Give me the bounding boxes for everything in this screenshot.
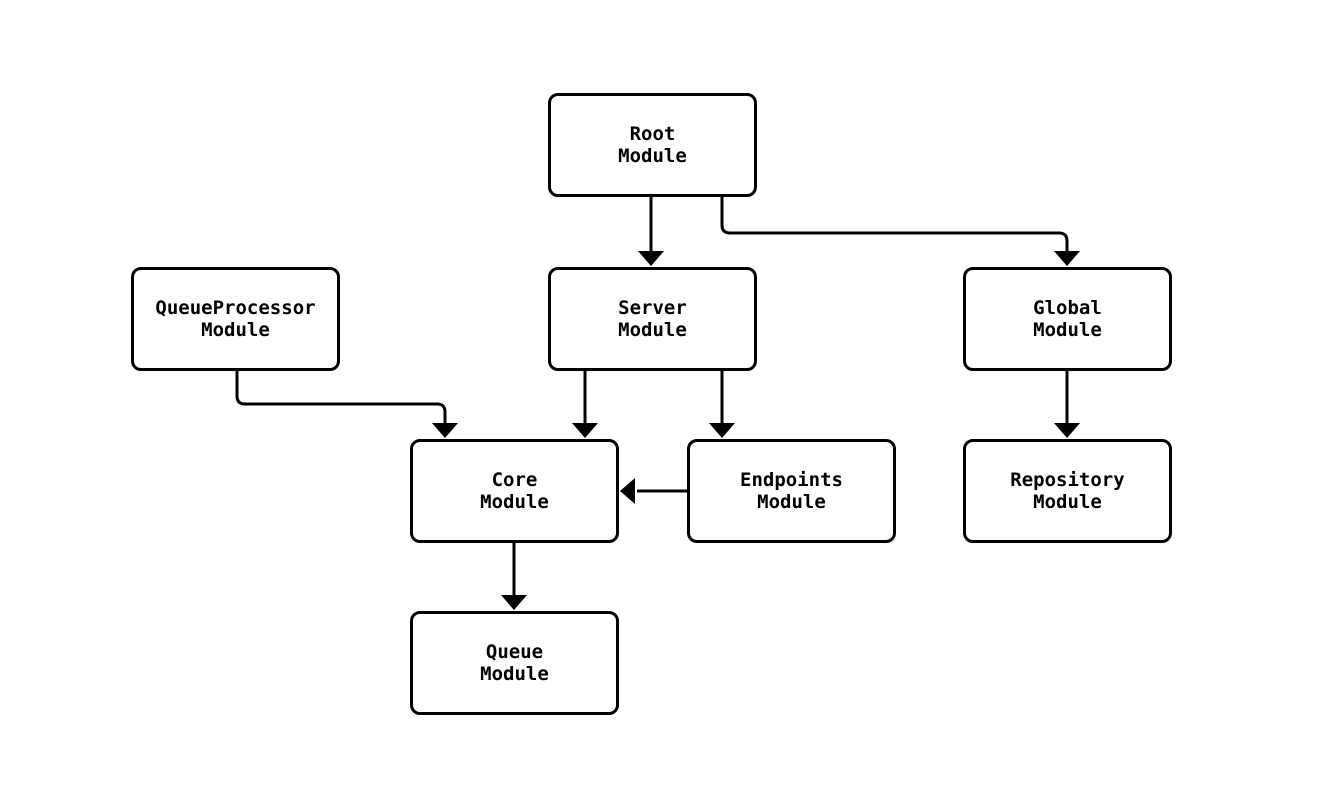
node-root-module-name: Root	[629, 123, 676, 145]
node-server-module: Server Module	[548, 267, 757, 371]
node-global-module: Global Module	[963, 267, 1172, 371]
node-queueprocessor-module-name: QueueProcessor	[155, 297, 316, 319]
arrowhead-queueprocessor-to-core	[432, 423, 458, 438]
arrowhead-root-to-server	[638, 251, 664, 266]
arrowhead-root-to-global	[1054, 251, 1080, 266]
node-repository-module: Repository Module	[963, 439, 1172, 543]
node-root-module: Root Module	[548, 93, 757, 197]
node-server-module-suffix: Module	[618, 319, 687, 341]
arrowhead-core-to-queue	[501, 595, 527, 610]
node-core-module: Core Module	[410, 439, 619, 543]
node-endpoints-module: Endpoints Module	[687, 439, 896, 543]
edge-root-to-global	[720, 197, 1069, 253]
node-root-module-suffix: Module	[618, 145, 687, 167]
node-server-module-name: Server	[618, 297, 687, 319]
node-queue-module: Queue Module	[410, 611, 619, 715]
arrowhead-server-to-core	[572, 423, 598, 438]
node-queue-module-name: Queue	[485, 641, 544, 663]
node-global-module-name: Global	[1033, 297, 1102, 319]
node-repository-module-name: Repository	[1010, 469, 1125, 491]
node-core-module-suffix: Module	[480, 491, 549, 513]
node-queueprocessor-module-suffix: Module	[201, 319, 270, 341]
node-endpoints-module-name: Endpoints	[740, 469, 843, 491]
arrowhead-endpoints-to-core	[620, 478, 635, 504]
node-global-module-suffix: Module	[1033, 319, 1102, 341]
arrowhead-global-to-repository	[1054, 423, 1080, 438]
node-endpoints-module-suffix: Module	[757, 491, 826, 513]
node-queue-module-suffix: Module	[480, 663, 549, 685]
node-repository-module-suffix: Module	[1033, 491, 1102, 513]
arrowhead-server-to-endpoints	[709, 423, 735, 438]
node-queueprocessor-module: QueueProcessor Module	[131, 267, 340, 371]
node-core-module-name: Core	[491, 469, 538, 491]
edge-queueprocessor-to-core	[235, 371, 447, 425]
